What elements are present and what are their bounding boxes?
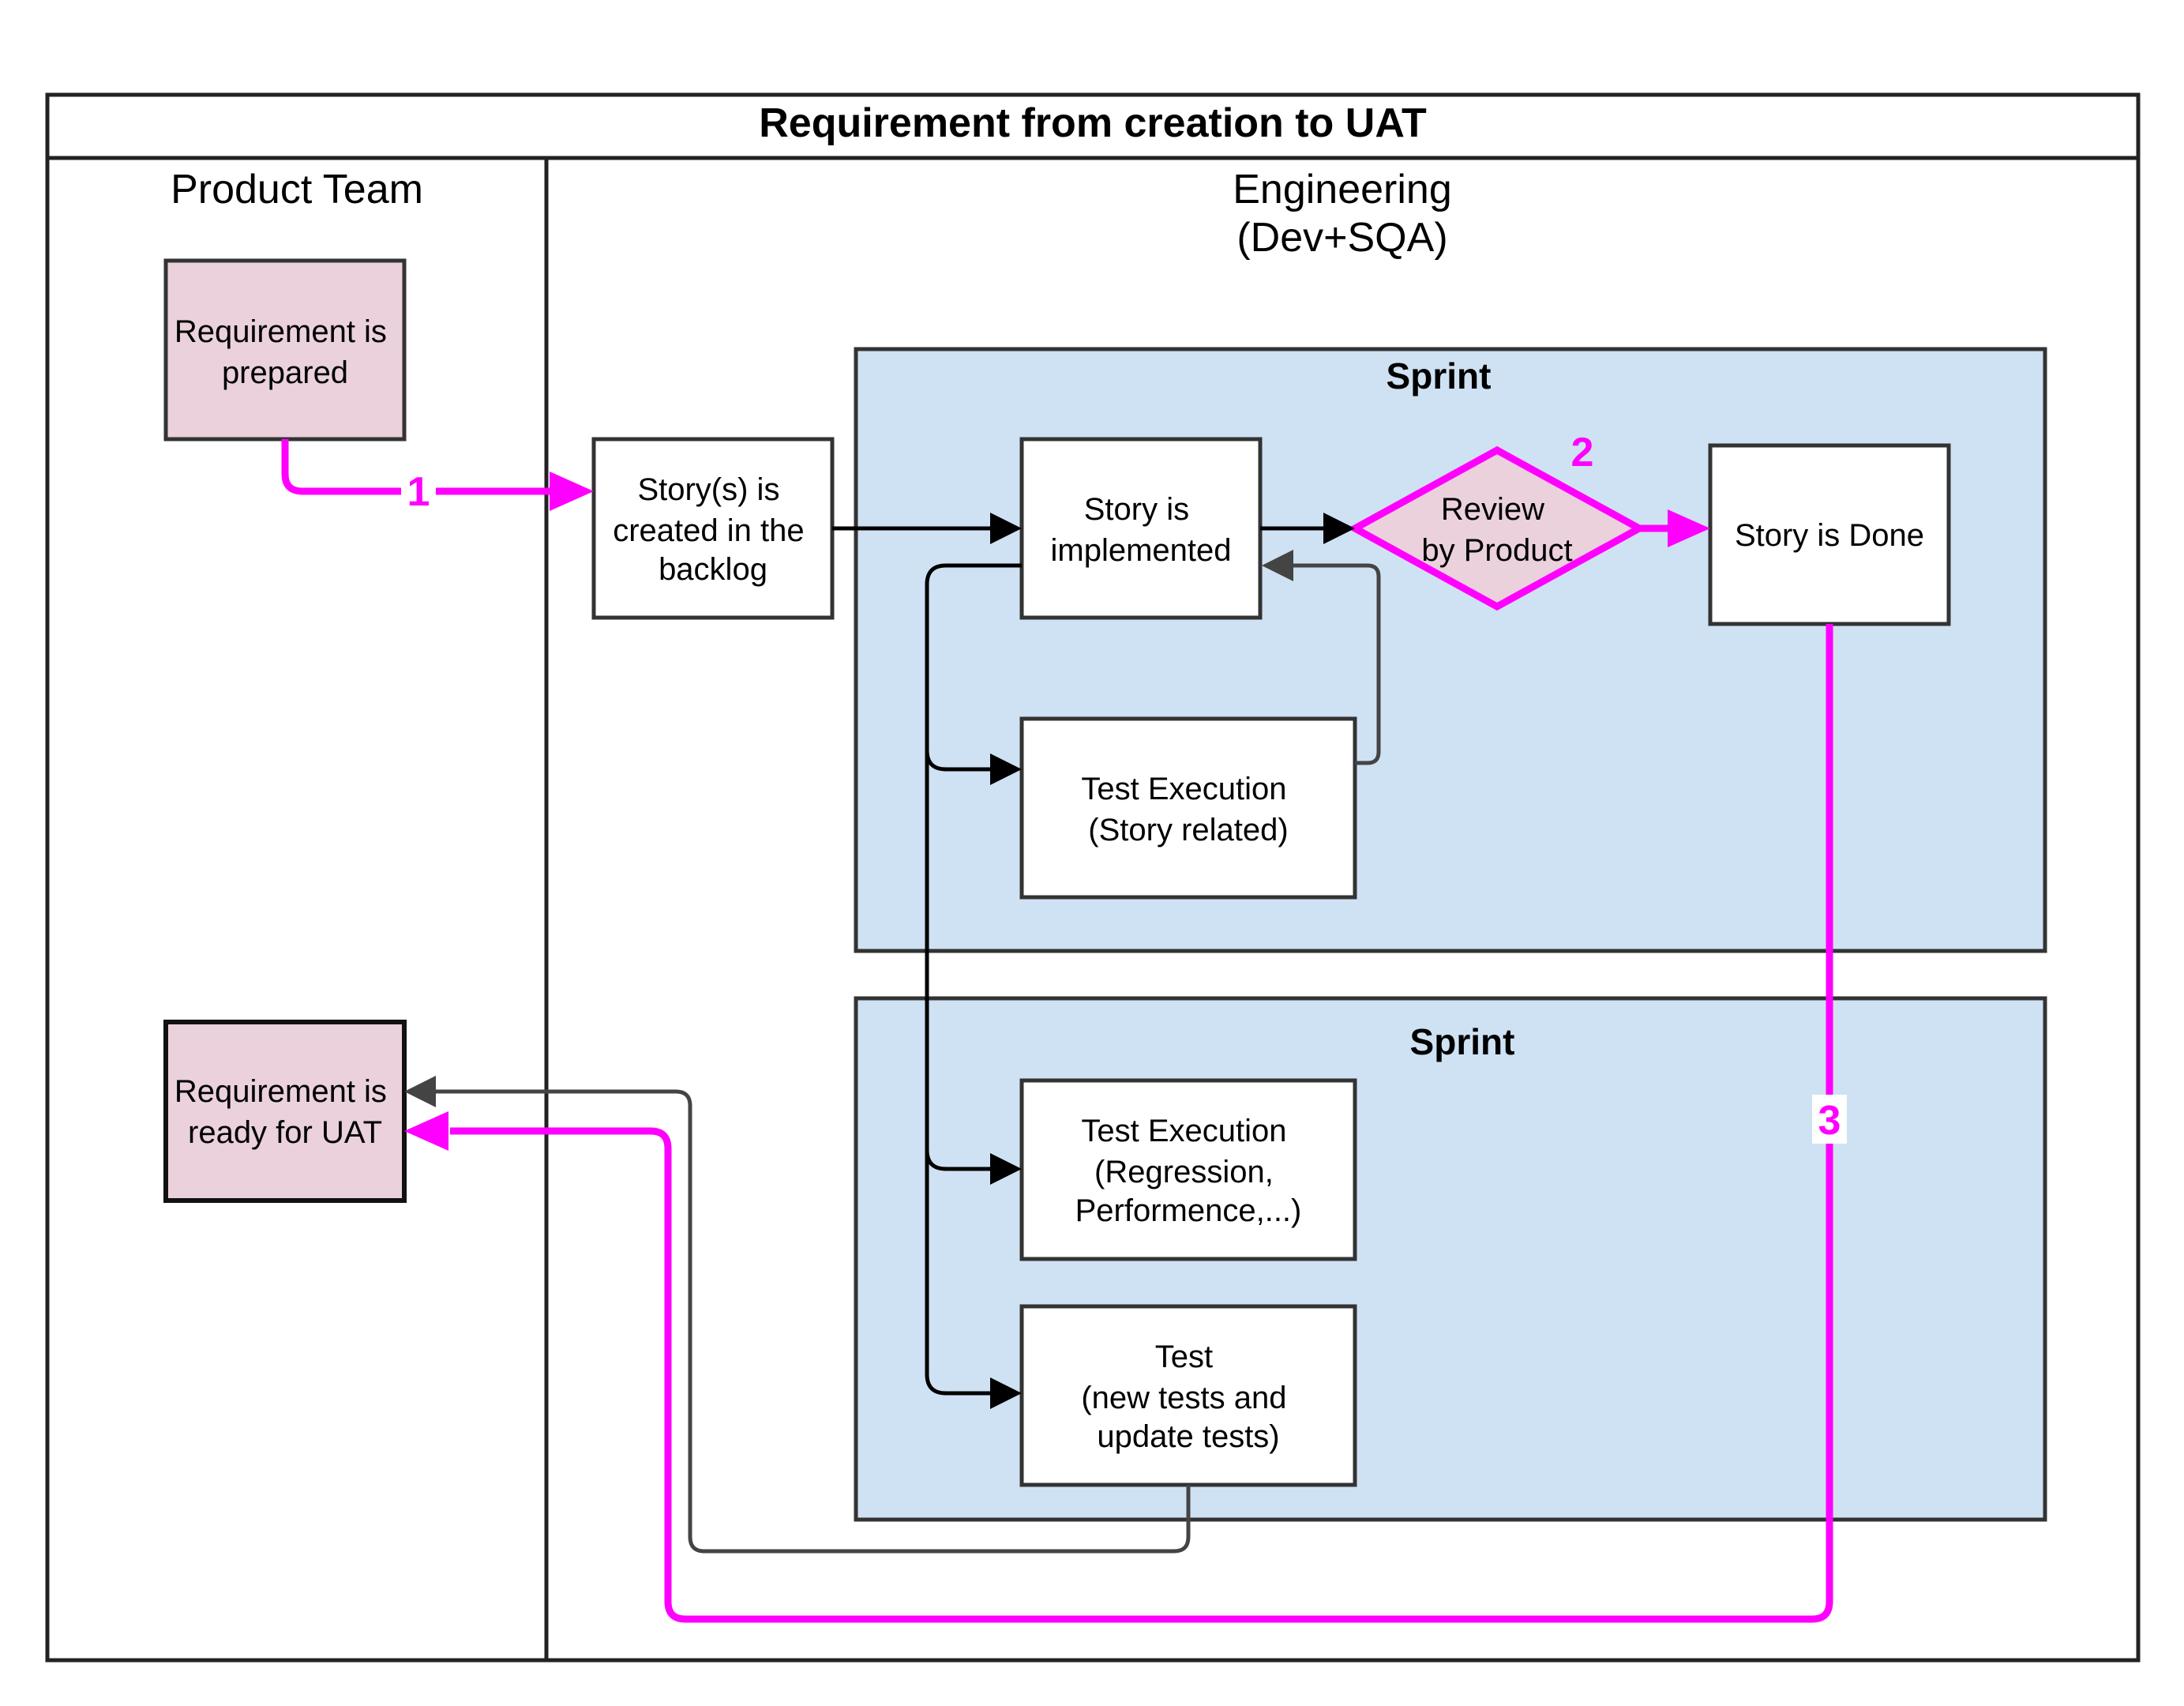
node-test-exec-story[interactable] <box>1019 716 1357 900</box>
node-req-ready[interactable] <box>163 1020 407 1203</box>
step3-label: 3 <box>1818 1098 1841 1144</box>
black-connectors <box>832 526 1327 1396</box>
arrowhead <box>1262 550 1293 581</box>
sprint-top-label: Sprint <box>1387 355 1492 396</box>
node-story-created-text: Story(s) is created in the backlog <box>613 472 813 587</box>
arrowhead <box>1323 513 1355 544</box>
node-req-ready-text: Requirement is ready for UAT <box>174 1074 396 1150</box>
node-story-implemented[interactable] <box>1019 437 1263 620</box>
node-test-new[interactable] <box>1019 1304 1357 1487</box>
node-req-prepared[interactable] <box>163 258 407 442</box>
node-story-done-text: Story is Done <box>1735 518 1924 553</box>
arrowhead <box>990 513 1022 544</box>
node-story-done[interactable] <box>1708 443 1951 626</box>
diagram-title: Requirement from creation to UAT <box>759 100 1427 146</box>
edge-step3 <box>450 624 1833 1623</box>
step2-label: 2 <box>1571 430 1594 475</box>
node-test-exec-story-text: Test Execution (Story related) <box>1081 772 1295 847</box>
node-test-exec-regression[interactable] <box>1019 1078 1357 1261</box>
arrowhead <box>550 472 594 511</box>
arrowhead <box>990 753 1022 785</box>
arrowheads <box>404 513 1355 1409</box>
node-test-exec-regression-text: Test Execution (Regression, Performence,… <box>1075 1114 1302 1228</box>
arrowhead <box>404 1111 448 1151</box>
edge-branch-to-test-story <box>925 750 990 772</box>
node-review-text: Review by Product <box>1421 492 1572 568</box>
step1-label: 1 <box>407 469 430 515</box>
step1-label-bg <box>401 469 436 513</box>
edge-step1 <box>281 439 557 495</box>
arrowhead <box>404 1076 436 1107</box>
edge-test-story-back <box>1293 563 1381 765</box>
step3-label-bg <box>1812 1095 1847 1144</box>
lane-product-team: Product Team <box>171 167 423 212</box>
edge-test-new-to-ready <box>436 1089 1191 1554</box>
node-review-by-product[interactable] <box>1347 445 1647 611</box>
edge-implemented-branch <box>925 563 1022 1396</box>
arrowhead <box>990 1377 1022 1409</box>
arrowhead <box>1668 509 1710 547</box>
arrowhead <box>990 1153 1022 1185</box>
gray-connectors <box>436 563 1381 1554</box>
sprint-bottom-label: Sprint <box>1410 1021 1515 1062</box>
node-test-new-text: Test (new tests and update tests) <box>1081 1340 1295 1454</box>
edge-branch-to-regression <box>925 1149 990 1171</box>
lane-engineering-sub: (Dev+SQA) <box>1236 215 1447 261</box>
node-req-prepared-text: Requirement is prepared <box>174 314 396 390</box>
lane-engineering: Engineering <box>1233 167 1452 212</box>
node-story-implemented-text: Story is implemented <box>1050 492 1231 568</box>
magenta-arrowheads <box>404 472 1710 1151</box>
